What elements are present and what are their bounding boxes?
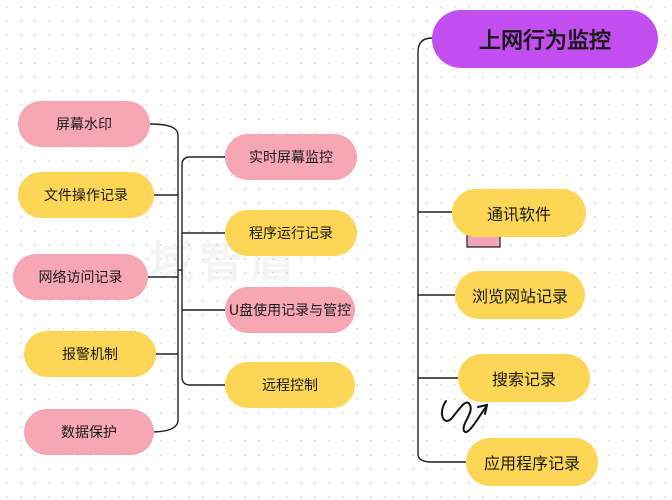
middle-node-1: 实时屏幕监控 (225, 134, 357, 180)
left-node-5: 数据保护 (24, 409, 154, 455)
left-connector (149, 123, 179, 433)
left-node-2: 文件操作记录 (18, 172, 154, 218)
right-node-2: 浏览网站记录 (455, 271, 585, 319)
right-node-4: 应用程序记录 (466, 438, 598, 486)
right-connector (417, 37, 466, 463)
left-node-1: 屏幕水印 (18, 101, 150, 147)
squiggle-arrow-icon (440, 400, 489, 434)
middle-connector (181, 156, 225, 386)
right-node-3: 搜索记录 (458, 354, 590, 402)
middle-node-4: 远程控制 (225, 362, 355, 408)
right-node-1: 通讯软件 (452, 189, 586, 237)
middle-node-2: 程序运行记录 (225, 210, 357, 256)
root-node: 上网行为监控 (432, 10, 658, 68)
left-node-4: 报警机制 (24, 331, 156, 377)
middle-node-3: U盘使用记录与管控 (225, 287, 355, 333)
left-node-3: 网络访问记录 (13, 254, 148, 300)
